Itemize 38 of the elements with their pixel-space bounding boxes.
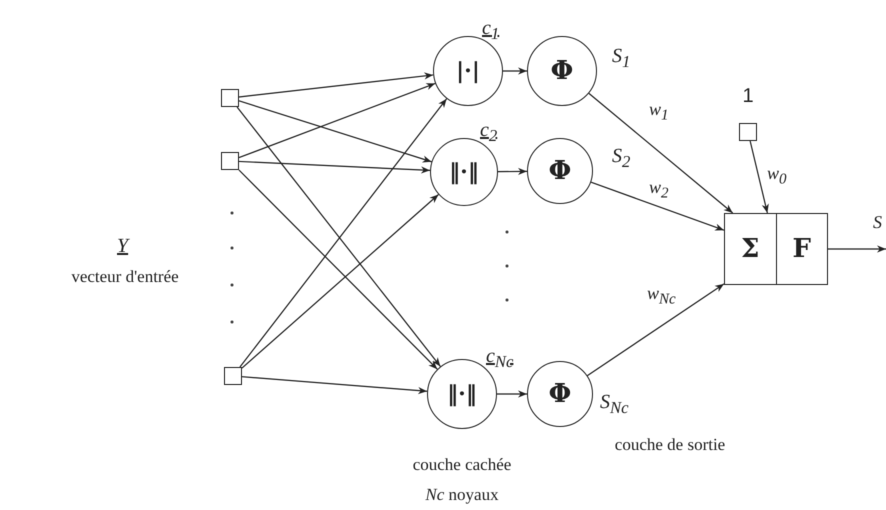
neuron-symbol: Φ — [548, 158, 572, 184]
node-label: c$_{1}$ — [482, 18, 500, 43]
arrow — [238, 82, 436, 158]
arrow — [588, 92, 734, 214]
node-label: c$_{2}$ — [480, 120, 498, 145]
caption-text: couche de sortie — [614, 436, 726, 453]
neuron-symbol: |·| — [456, 60, 480, 82]
node-label: S$_{2}$ — [612, 146, 630, 171]
caption-text: Nc noyaux — [425, 486, 499, 503]
summation-block — [724, 213, 828, 285]
caption-text: vecteur d'entrée — [71, 268, 179, 285]
arrow — [587, 283, 724, 376]
caption-text: couche cachée — [412, 456, 512, 473]
neuron-symbol: Φ — [550, 58, 574, 84]
node-label: c$_{Nc}$ — [486, 346, 514, 371]
input-square — [224, 367, 242, 385]
neuron-symbol: ‖·‖ — [449, 161, 479, 183]
block-symbol: Σ — [740, 233, 760, 266]
neuron-symbol: ‖·‖ — [447, 383, 477, 405]
bias-value: 1 — [742, 86, 754, 106]
arrow — [750, 140, 769, 214]
arrow — [590, 182, 724, 231]
arrow — [238, 72, 434, 98]
arrow — [242, 376, 428, 394]
input-square — [221, 89, 239, 107]
node-label: S$_{1}$ — [612, 46, 630, 71]
edge-label: S — [872, 213, 883, 231]
arrow — [497, 390, 527, 398]
arrow — [238, 160, 430, 174]
node-label: S$_{Nc}$ — [600, 392, 629, 417]
input-square — [739, 123, 757, 141]
neuron-symbol: Φ — [548, 381, 572, 407]
arrow — [498, 168, 527, 176]
arrow — [828, 245, 886, 253]
input-square — [221, 152, 239, 170]
arrow — [238, 100, 432, 162]
vector-label: Y — [117, 236, 128, 256]
arrow — [503, 67, 527, 75]
